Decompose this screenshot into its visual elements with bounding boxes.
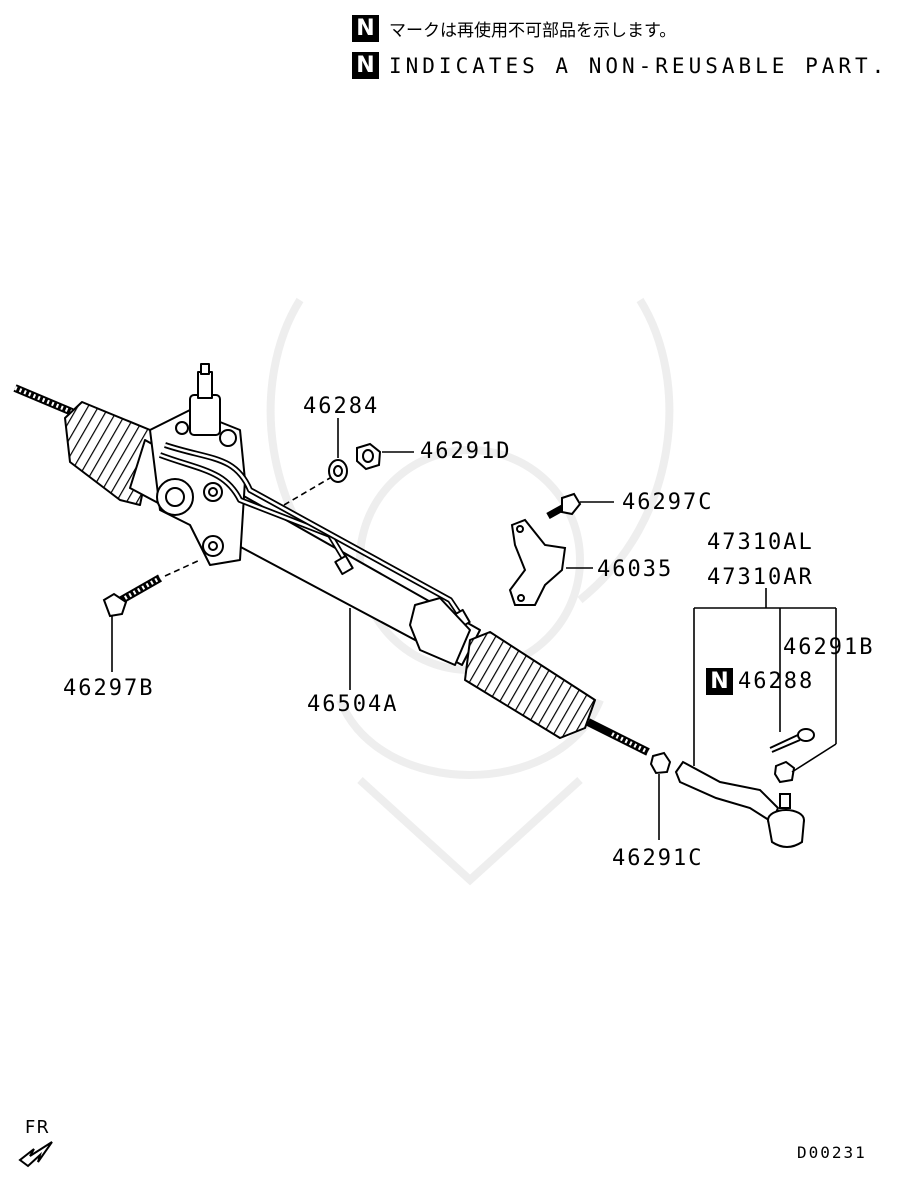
legend-english: N INDICATES A NON-REUSABLE PART. (352, 52, 888, 79)
part-46288-cotter-pin (769, 728, 815, 753)
part-46284-washer (328, 459, 348, 483)
part-label-46297B: 46297B (63, 676, 155, 701)
part-46291B-castle-nut (773, 760, 796, 784)
part-46297B-bolt (102, 574, 162, 618)
part-label-47310AR: 47310AR (707, 565, 814, 590)
part-label-46288: 46288 (738, 669, 815, 694)
part-label-46291D: 46291D (420, 439, 512, 464)
front-direction-arrow-icon (18, 1141, 53, 1168)
part-46291D-nut (356, 442, 382, 471)
tie-rod-end (674, 760, 805, 848)
legend-japanese-text: マークは再使用不可部品を示します。 (389, 21, 677, 41)
part-label-46297C: 46297C (622, 490, 714, 515)
part-label-46291B: 46291B (783, 635, 875, 660)
non-reusable-badge: N (706, 668, 733, 695)
non-reusable-badge: N (352, 15, 379, 42)
front-direction-label: FR (25, 1117, 50, 1138)
cylinder-collar (409, 597, 471, 666)
part-label-46504A: 46504A (307, 692, 399, 717)
right-tie-rod-thread (586, 718, 650, 756)
legend-english-text: INDICATES A NON-REUSABLE PART. (389, 53, 889, 78)
part-46291C-nut (649, 751, 672, 775)
legend-japanese: N マークは再使用不可部品を示します。 (352, 15, 676, 42)
non-reusable-badge: N (352, 52, 379, 79)
part-label-46291C: 46291C (612, 846, 704, 871)
hydraulic-pipes (158, 442, 465, 620)
leader-lines (111, 418, 837, 840)
steering-rack-assembly (13, 363, 650, 756)
left-tie-rod-thread (13, 384, 74, 416)
right-boot (464, 631, 596, 739)
part-46297C-bolt (546, 492, 582, 520)
part-label-46284: 46284 (303, 394, 380, 419)
part-label-47310AL: 47310AL (707, 530, 814, 555)
part-46035-bracket (508, 518, 567, 606)
diagram-code: D00231 (797, 1143, 867, 1162)
part-label-46035: 46035 (597, 557, 674, 582)
